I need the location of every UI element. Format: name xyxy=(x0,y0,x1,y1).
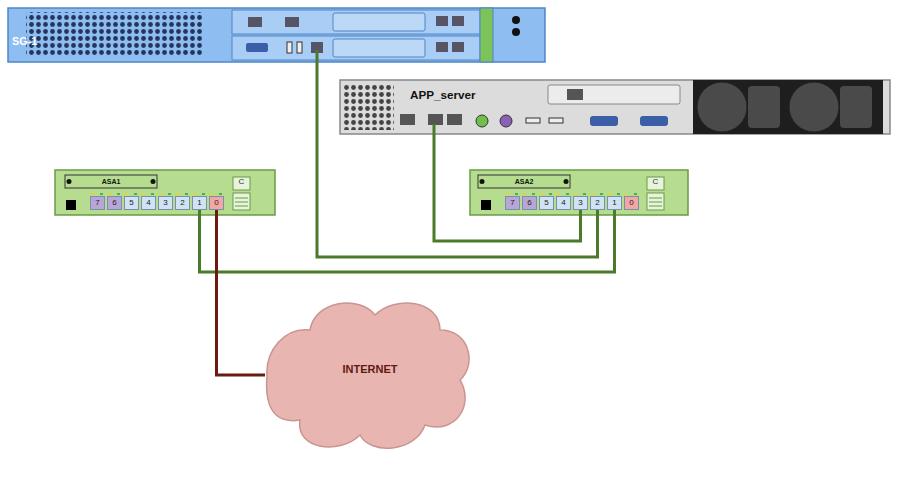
port-number: 3 xyxy=(159,197,172,209)
port-number: 2 xyxy=(591,197,604,209)
device-label: APP_server xyxy=(410,88,900,101)
port-box: 5 xyxy=(539,196,554,210)
port-box: 7 xyxy=(90,196,105,210)
port-leds xyxy=(91,193,637,195)
cloud-shape xyxy=(267,303,469,448)
panel-letter: C xyxy=(233,177,250,186)
port-number: 1 xyxy=(608,197,621,209)
port-number: 0 xyxy=(625,197,638,209)
firewall-device: ASA2 76543210 xyxy=(470,170,688,215)
device-label: SG-1 xyxy=(12,35,549,47)
port-number: 1 xyxy=(193,197,206,209)
port-box: 2 xyxy=(590,196,605,210)
port-box: 6 xyxy=(107,196,122,210)
port-box: 7 xyxy=(505,196,520,210)
network-cable xyxy=(217,210,266,375)
port-box: 0 xyxy=(209,196,224,210)
port-box: 6 xyxy=(522,196,537,210)
sg1-chassis xyxy=(8,8,545,62)
port-box: 5 xyxy=(124,196,139,210)
port-number: 3 xyxy=(574,197,587,209)
port-number: 6 xyxy=(108,197,121,209)
network-cable xyxy=(434,134,581,241)
port-number: 2 xyxy=(176,197,189,209)
cloud-outline xyxy=(265,295,475,455)
network-cable xyxy=(200,210,615,272)
port-box: 0 xyxy=(624,196,639,210)
port-number: 0 xyxy=(210,197,223,209)
port-number: 5 xyxy=(540,197,553,209)
port-box: 2 xyxy=(175,196,190,210)
port-number: 5 xyxy=(125,197,138,209)
port-box: 1 xyxy=(607,196,622,210)
port-number: 7 xyxy=(506,197,519,209)
asa-chassis xyxy=(55,170,688,215)
port-box: 3 xyxy=(158,196,173,210)
port-number: 7 xyxy=(91,197,104,209)
panel-letter: C xyxy=(647,177,664,186)
port-number: 4 xyxy=(557,197,570,209)
device-label: ASA1 xyxy=(65,175,157,188)
device-label: INTERNET xyxy=(265,363,475,375)
port-number: 6 xyxy=(523,197,536,209)
port-box: 1 xyxy=(192,196,207,210)
gateway-device: SG-1 xyxy=(8,8,545,62)
device-label: ASA2 xyxy=(478,175,570,188)
port-box: 3 xyxy=(573,196,588,210)
port-box: 4 xyxy=(556,196,571,210)
firewall-device: ASA1 76543210 xyxy=(55,170,275,215)
internet-cloud: INTERNET xyxy=(265,295,475,455)
server-device: APP_server xyxy=(340,80,890,134)
port-box: 4 xyxy=(141,196,156,210)
port-number: 4 xyxy=(142,197,155,209)
